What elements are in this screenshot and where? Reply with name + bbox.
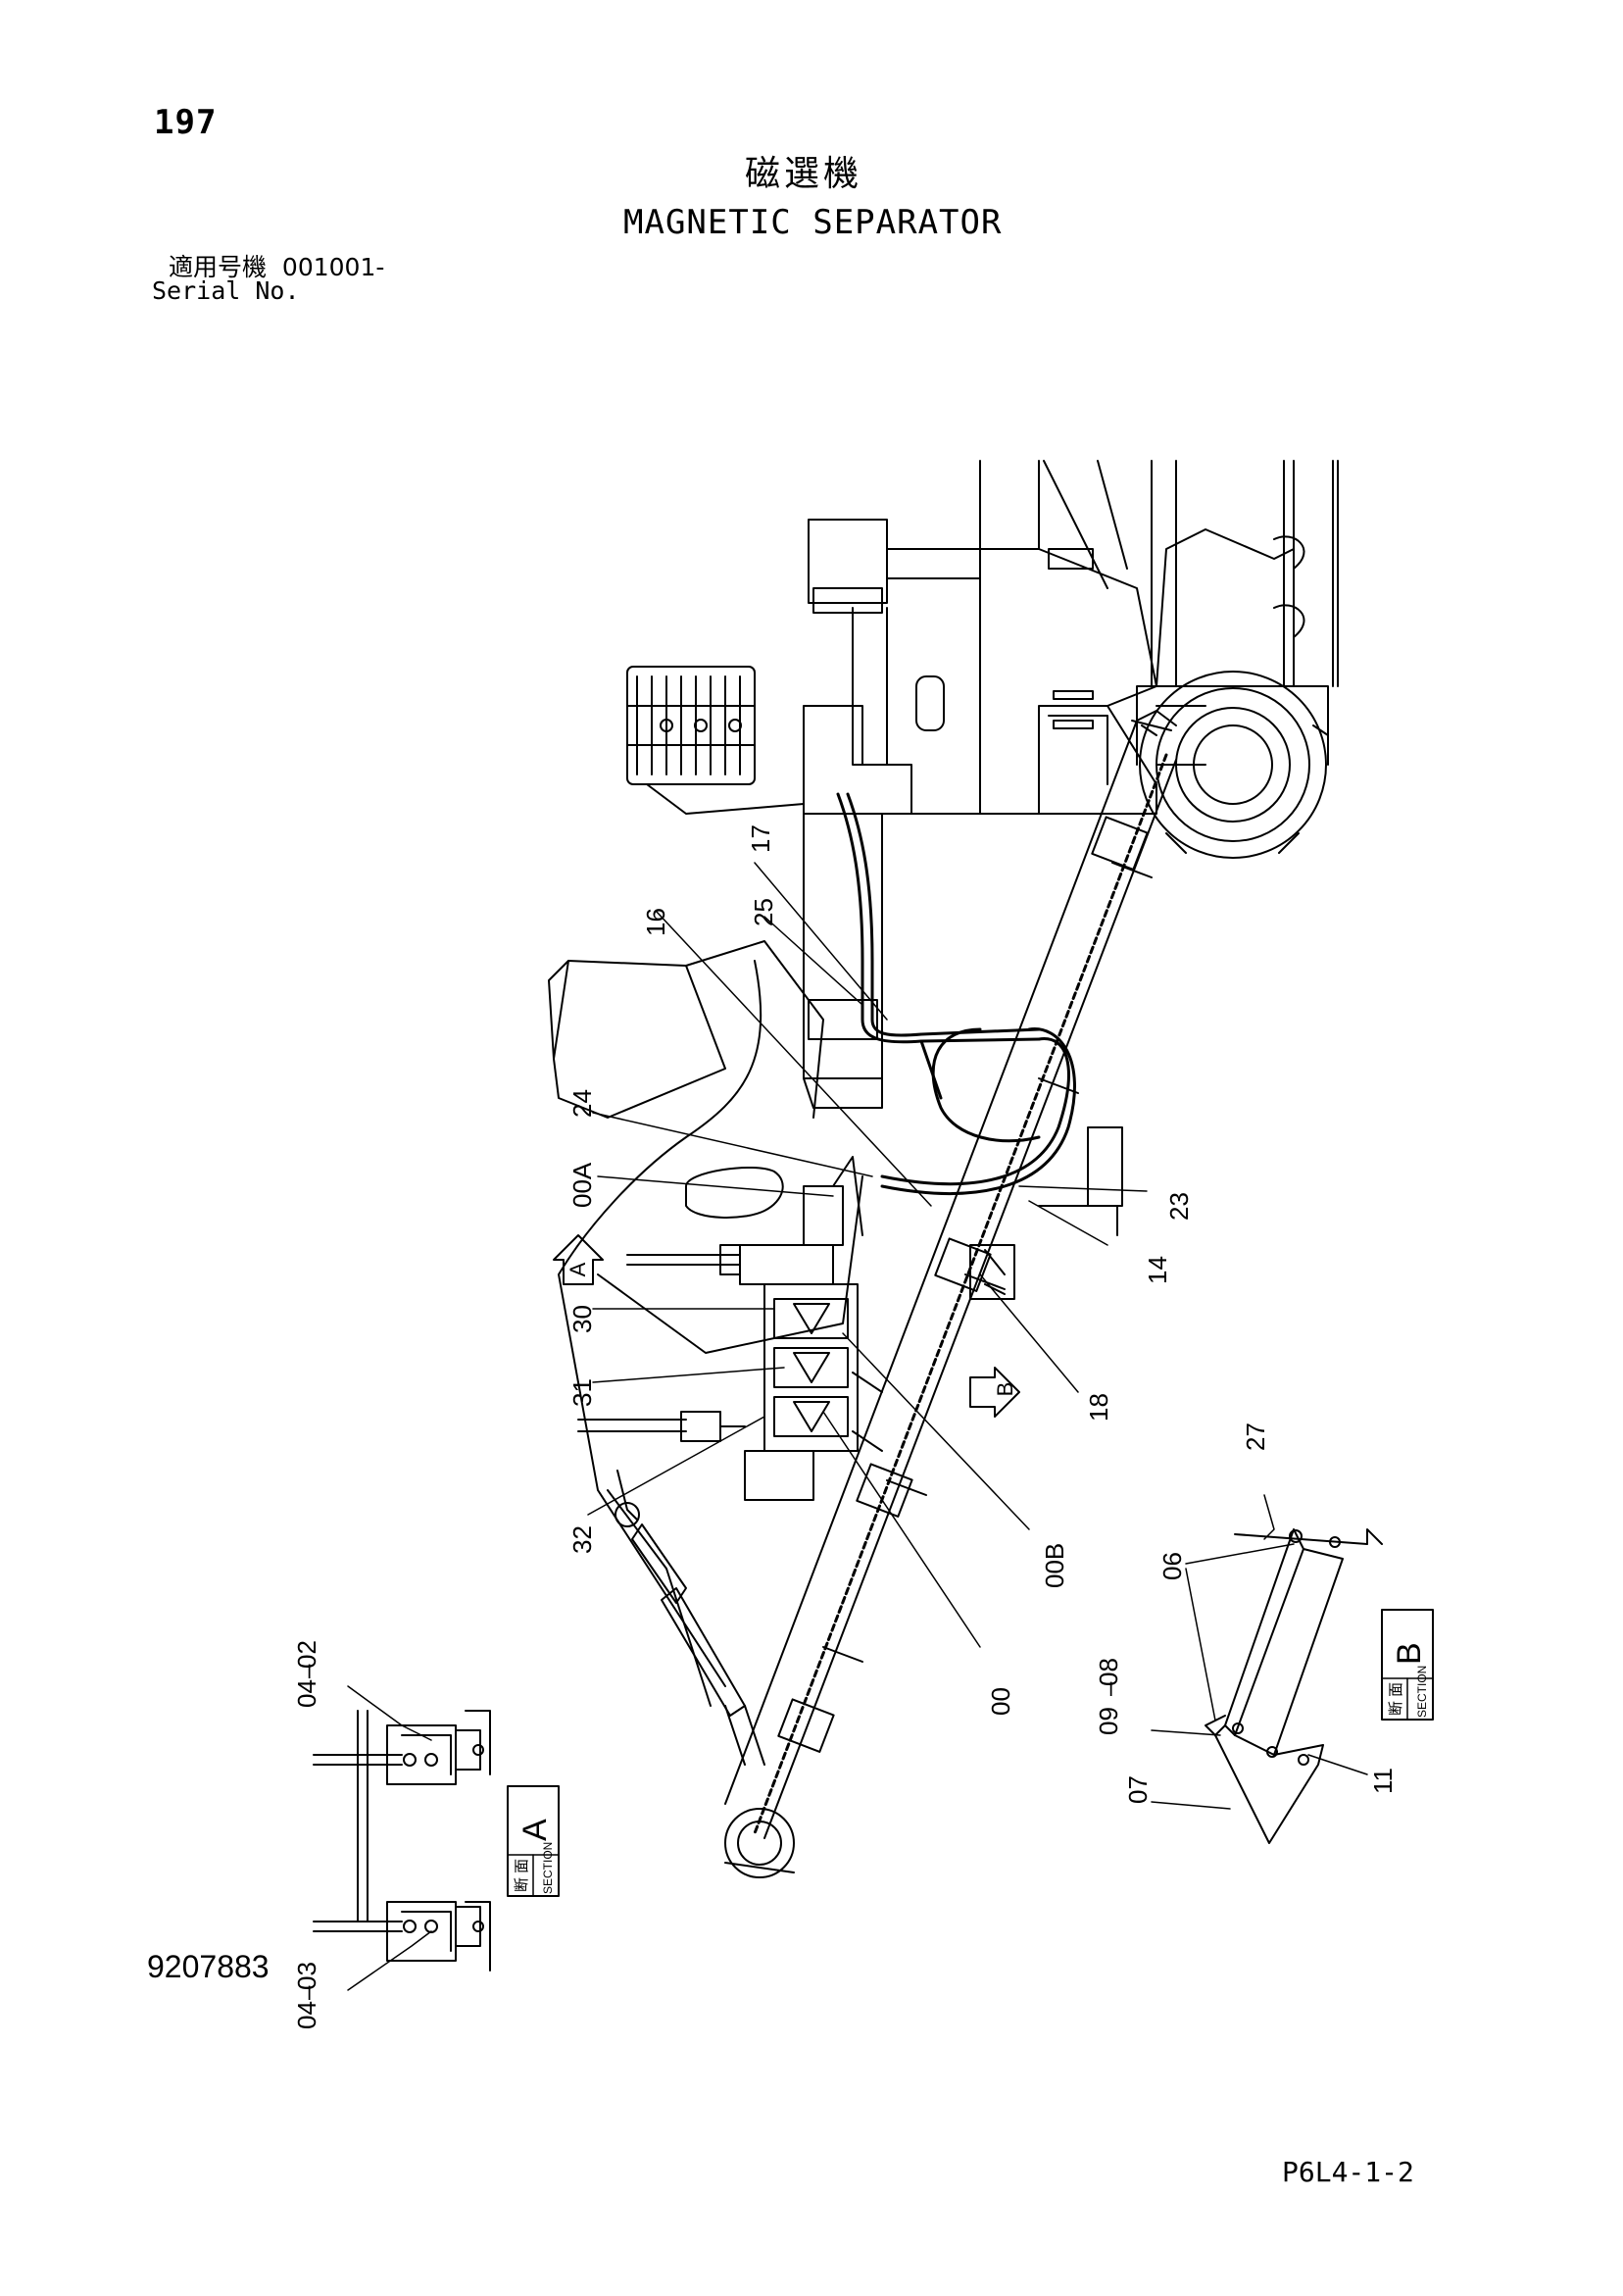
page-title: MAGNETIC SEPARATOR [623,203,1003,242]
callout-17: 17 [746,824,775,853]
document-number: 9207883 [147,1949,270,1984]
section-b-en: SECTION [1415,1666,1429,1718]
section-b-jp: 断 面 [1388,1682,1404,1716]
callout-09-08-separator: – [1094,1681,1123,1696]
callout-08: 08 [1094,1658,1123,1686]
section-a-callouts: 04 – 02 04 – 03 [292,1640,321,2029]
callout-07: 07 [1123,1775,1153,1804]
callout-30: 30 [567,1305,597,1333]
section-b-detail [1205,1528,1383,1844]
callout-00b: 00B [1040,1543,1069,1588]
callout-27: 27 [1241,1423,1270,1451]
view-arrow-a [553,1234,604,1285]
callout-25: 25 [749,898,778,926]
callout-16: 16 [641,908,670,936]
callout-04-bottom: 04 [292,2001,321,2029]
control-valve [626,666,805,815]
section-b-label [1381,1609,1434,1721]
section-a-letter: A [516,1819,554,1841]
support-cylinder [615,1470,765,1766]
callout-32: 32 [567,1525,597,1554]
callout-03: 03 [292,1962,321,1990]
callout-18: 18 [1084,1393,1113,1422]
section-a-label [507,1785,560,1897]
view-arrow-a-label: A [566,1262,590,1276]
callout-02: 02 [292,1640,321,1669]
callout-31: 31 [567,1378,597,1407]
page-code: P6L4-1-2 [1282,2156,1414,2188]
section-a-leaders [347,1685,432,1991]
separator-mount [969,1126,1123,1300]
magnetic-separator-unit [577,1156,883,1501]
callout-06: 06 [1157,1552,1187,1580]
callout-00: 00 [986,1687,1015,1716]
callout-24: 24 [567,1089,597,1118]
callout-00a: 00A [567,1162,597,1208]
callout-04-top: 04 [292,1679,321,1708]
track-sprocket [1136,460,1329,859]
callout-23: 23 [1164,1192,1194,1221]
view-arrow-b [969,1367,1020,1418]
callout-04-02-separator: – [292,1664,321,1678]
callout-09: 09 [1094,1707,1123,1735]
callout-labels: 17 16 25 24 00A 23 14 30 31 18 32 00B 00 [567,824,1194,1716]
callout-11: 11 [1368,1768,1398,1794]
section-a-jp: 断 面 [514,1859,530,1892]
machine-frame [803,460,1339,1109]
section-b-leaders [1151,1494,1368,1810]
section-a-en: SECTION [541,1842,555,1894]
serial-label: Serial No. [152,276,300,305]
section-a-detail [313,1710,491,1972]
leader-lines [587,862,1148,1648]
page-number: 197 [154,103,218,142]
section-b-letter: B [1391,1642,1428,1665]
hydraulic-hoses [836,792,1076,1195]
view-arrow-b-label: B [993,1382,1017,1397]
callout-14: 14 [1143,1256,1172,1284]
callout-04-03-separator: – [292,1985,321,2000]
section-b-callouts: 27 06 09 – 08 07 11 [1094,1423,1398,1804]
page-title-japanese: 磁選機 [745,154,863,194]
serial-applicability: 適用号機 001001- [169,255,384,279]
conveyor-frame [548,710,1177,1878]
serial-number-value: 001001- [281,253,385,281]
serial-label-japanese: 適用号機 [169,253,268,281]
